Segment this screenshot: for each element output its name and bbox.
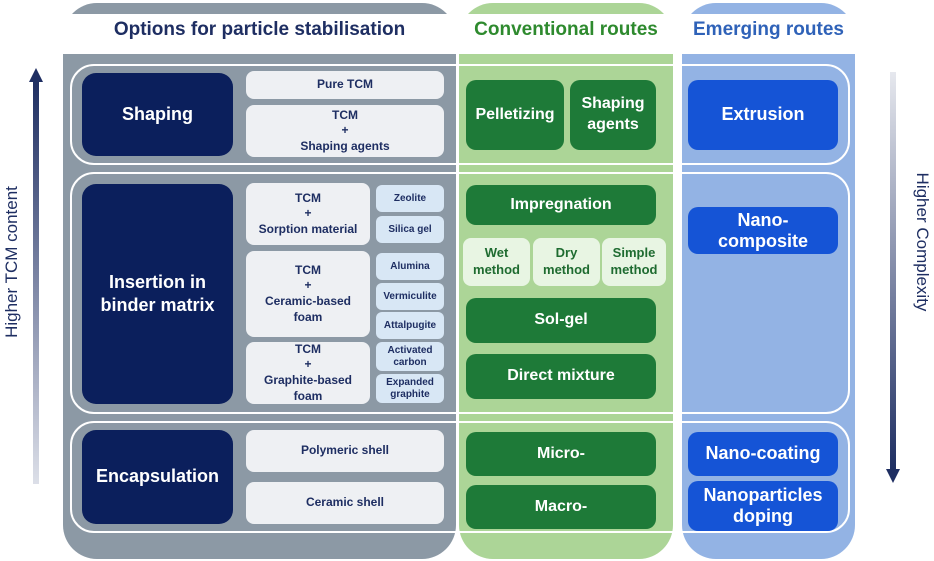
polymeric-shell-box: Polymeric shell — [246, 430, 444, 472]
header-options: Options for particle stabilisation — [113, 19, 406, 40]
encapsulation-band — [70, 421, 850, 533]
tcm-sorption-box: TCM + Sorption material — [246, 183, 370, 245]
encapsulation-title: Encapsulation — [82, 430, 233, 524]
dry-method-box: Dry method — [533, 238, 600, 286]
simple-method-box: Simple method — [602, 238, 666, 286]
zeolite-box: Zeolite — [376, 185, 444, 212]
shaping-title: Shaping — [82, 73, 233, 156]
header-strip — [0, 14, 934, 54]
pure-tcm-box: Pure TCM — [246, 71, 444, 99]
shaping-agents-box: Shaping agents — [570, 80, 656, 150]
nanoparticles-doping-box: Nanoparticles doping — [688, 481, 838, 531]
higher-tcm-content-label: Higher TCM content — [2, 186, 21, 338]
ceramic-shell-box: Ceramic shell — [246, 482, 444, 524]
insertion-band — [70, 172, 850, 414]
micro-box: Micro- — [466, 432, 656, 476]
nano-coating-box: Nano-coating — [688, 432, 838, 476]
tcm-ceramic-foam-box: TCM + Ceramic-based foam — [246, 251, 370, 337]
macro-box: Macro- — [466, 485, 656, 529]
alumina-box: Alumina — [376, 253, 444, 280]
tcm-graphite-foam-box: TCM + Graphite-based foam — [246, 342, 370, 404]
vermiculite-box: Vermiculite — [376, 283, 444, 310]
nano-composite-box: Nano- composite — [688, 207, 838, 254]
header-emerging: Emerging routes — [693, 19, 844, 40]
higher-complexity-label: Higher Complexity — [913, 172, 932, 312]
shaping-band — [70, 64, 850, 165]
attalpugite-box: Attalpugite — [376, 312, 444, 339]
expanded-graphite-box: Expanded graphite — [376, 374, 444, 403]
silica-gel-box: Silica gel — [376, 216, 444, 243]
extrusion-box: Extrusion — [688, 80, 838, 150]
header-conventional: Conventional routes — [474, 19, 658, 40]
sol-gel-box: Sol-gel — [466, 298, 656, 343]
activated-carbon-box: Activated carbon — [376, 342, 444, 371]
insertion-title: Insertion in binder matrix — [82, 184, 233, 404]
wet-method-box: Wet method — [463, 238, 530, 286]
up-arrow-icon — [29, 68, 43, 484]
direct-mixture-box: Direct mixture — [466, 354, 656, 399]
pelletizing-box: Pelletizing — [466, 80, 564, 150]
tcm-shaping-agents-box: TCM + Shaping agents — [246, 105, 444, 157]
impregnation-box: Impregnation — [466, 185, 656, 225]
down-arrow-icon — [886, 72, 900, 483]
